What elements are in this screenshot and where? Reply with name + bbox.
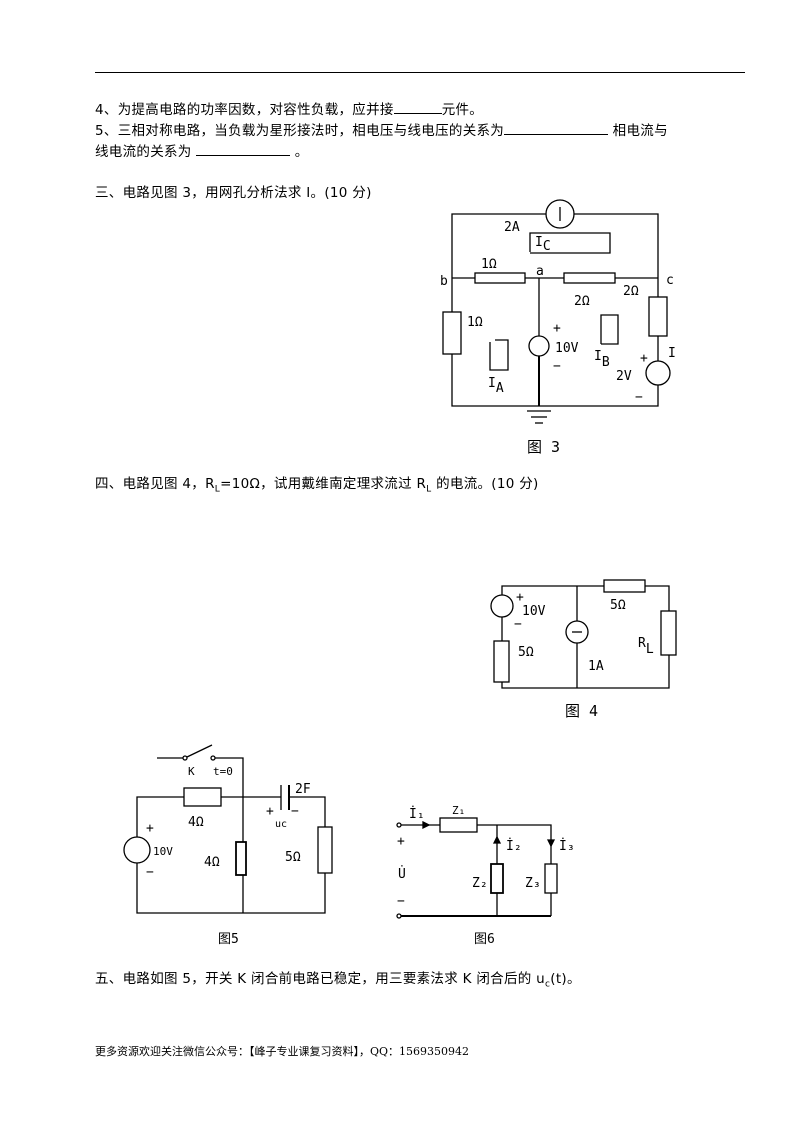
svg-text:图 4: 图 4: [565, 702, 598, 720]
svg-text:4Ω: 4Ω: [204, 855, 220, 870]
svg-text:图6: 图6: [474, 932, 495, 947]
footer-note: 更多资源欢迎关注微信公众号：【峰子专业课复习资料】，QQ：1569350942: [95, 1045, 470, 1058]
svg-text:t=0: t=0: [213, 765, 233, 778]
svg-text:−: −: [553, 359, 561, 374]
svg-text:−: −: [514, 617, 522, 632]
question-5: 5、三相对称电路，当负载为星形接法时，相电压与线电压的关系为 相电流与: [95, 121, 668, 139]
answer-blank: [504, 121, 609, 135]
svg-text:IA: IA: [488, 376, 504, 396]
header-rule: [95, 72, 745, 73]
svg-text:5Ω: 5Ω: [610, 598, 626, 613]
svg-text:2Ω: 2Ω: [574, 294, 590, 309]
svg-text:−: −: [635, 390, 643, 405]
svg-text:10V: 10V: [153, 845, 173, 858]
svg-text:c: c: [666, 273, 674, 288]
svg-text:1Ω: 1Ω: [481, 257, 497, 272]
svg-text:+: +: [146, 821, 154, 836]
svg-text:K: K: [188, 765, 195, 778]
svg-text:a: a: [536, 264, 544, 279]
svg-text:10V: 10V: [555, 341, 579, 356]
svg-text:+: +: [640, 351, 648, 366]
svg-text:RL: RL: [638, 636, 654, 657]
svg-text:+: +: [397, 834, 405, 849]
svg-text:İ₃: İ₃: [559, 838, 575, 854]
svg-text:IB: IB: [594, 349, 610, 370]
svg-text:IC: IC: [535, 235, 551, 254]
svg-text:2V: 2V: [616, 369, 632, 384]
svg-text:2F: 2F: [295, 782, 311, 797]
svg-text:İ₁: İ₁: [409, 806, 425, 822]
svg-text:−: −: [291, 804, 299, 819]
svg-text:5Ω: 5Ω: [285, 850, 301, 865]
svg-text:Z₂: Z₂: [472, 876, 488, 891]
svg-text:图 3: 图 3: [527, 438, 560, 456]
svg-text:1A: 1A: [588, 659, 604, 674]
section-4: 四、电路见图 4，RL=10Ω，试用戴维南定理求流过 RL 的电流。(10 分): [95, 476, 539, 495]
svg-text:−: −: [397, 894, 405, 909]
answer-blank: [196, 142, 291, 156]
svg-text:2Ω: 2Ω: [623, 284, 639, 299]
svg-text:uc: uc: [275, 819, 287, 830]
svg-text:Z₃: Z₃: [525, 876, 541, 891]
svg-text:图5: 图5: [218, 932, 239, 947]
svg-text:b: b: [440, 274, 448, 289]
svg-text:+: +: [266, 804, 274, 819]
svg-text:Z₁: Z₁: [452, 804, 465, 817]
answer-blank: [393, 100, 442, 114]
svg-text:+: +: [553, 321, 561, 336]
svg-text:5Ω: 5Ω: [518, 645, 534, 660]
question-4: 4、为提高电路的功率因数，对容性负载，应并接元件。: [95, 100, 484, 118]
question-5-cont: 线电流的关系为 。: [95, 142, 309, 160]
svg-text:+: +: [516, 590, 524, 605]
section-3: 三、电路见图 3，用网孔分析法求 I。(10 分): [95, 185, 372, 201]
svg-text:İ₂: İ₂: [506, 838, 522, 854]
svg-text:10V: 10V: [522, 604, 546, 619]
svg-text:I: I: [668, 346, 676, 361]
svg-text:4Ω: 4Ω: [188, 815, 204, 830]
svg-text:1Ω: 1Ω: [467, 315, 483, 330]
svg-text:−: −: [146, 865, 154, 880]
svg-text:U̇: U̇: [398, 866, 406, 882]
svg-text:2A: 2A: [504, 220, 520, 235]
section-5: 五、电路如图 5，开关 K 闭合前电路已稳定，用三要素法求 K 闭合后的 uc(…: [95, 971, 581, 990]
